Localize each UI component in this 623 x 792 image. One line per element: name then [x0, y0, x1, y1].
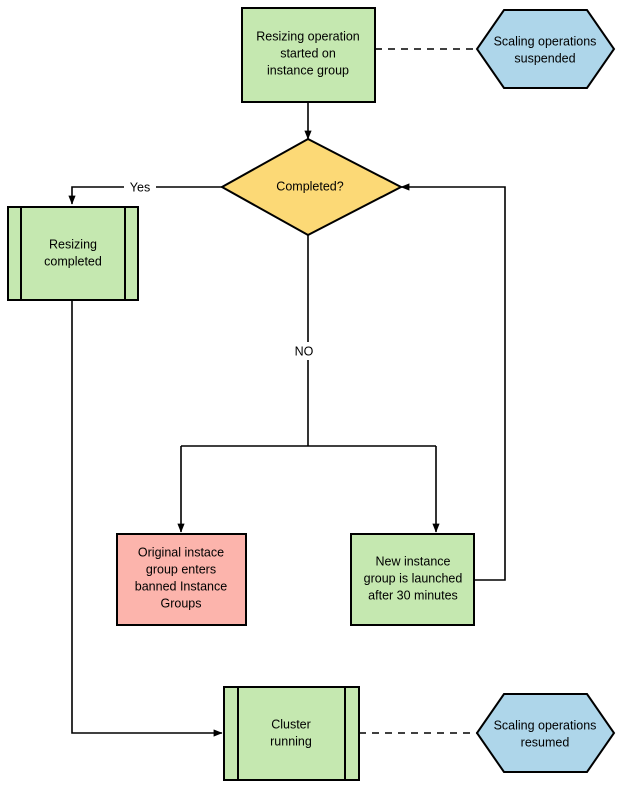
edge-decision-yes — [68, 186, 222, 205]
edge-label-yes-text: Yes — [130, 180, 150, 194]
original-banned-box[interactable] — [116, 533, 247, 626]
cluster-running-box[interactable] — [223, 686, 360, 781]
original-banned-line-2: group enters — [146, 562, 216, 576]
scaling-resumed-hexagon[interactable] — [475, 693, 616, 773]
edge-new-group-loop-to-decision — [400, 183, 506, 581]
resizing-completed-box[interactable] — [7, 206, 139, 301]
resizing-started-line-1: Resizing operation — [256, 29, 360, 43]
node-completed-decision[interactable]: Completed? — [219, 137, 404, 237]
original-banned-line-4: Groups — [161, 596, 202, 610]
cluster-running-line-2: running — [270, 734, 312, 748]
edge-label-yes: Yes — [124, 178, 156, 196]
node-cluster-running[interactable]: Cluster running — [223, 686, 360, 781]
completed-decision-label: Completed? — [276, 179, 343, 193]
node-resizing-completed[interactable]: Resizing completed — [7, 206, 139, 301]
resizing-started-line-3: instance group — [267, 63, 349, 77]
cluster-running-line-1: Cluster — [271, 717, 311, 731]
original-banned-line-1: Original instace — [138, 545, 224, 559]
new-group-launched-line-1: New instance — [375, 554, 450, 568]
edge-resizing-completed-to-cluster — [71, 300, 223, 737]
scaling-suspended-hexagon[interactable] — [475, 9, 616, 89]
node-scaling-resumed[interactable]: Scaling operations resumed — [475, 693, 616, 773]
new-group-launched-line-2: group is launched — [364, 571, 463, 585]
original-banned-line-3: banned Instance — [135, 579, 227, 593]
resizing-completed-line-2: completed — [44, 254, 102, 268]
node-scaling-suspended[interactable]: Scaling operations suspended — [475, 9, 616, 89]
node-new-group-launched[interactable]: New instance group is launched after 30 … — [350, 533, 475, 626]
edge-label-no-text: NO — [295, 344, 314, 358]
new-group-launched-line-3: after 30 minutes — [368, 588, 458, 602]
edge-label-no: NO — [288, 342, 316, 360]
new-group-launched-box[interactable] — [350, 533, 475, 626]
node-resizing-started[interactable]: Resizing operation started on instance g… — [241, 7, 376, 103]
resizing-started-box[interactable] — [241, 7, 376, 103]
scaling-suspended-line-1: Scaling operations — [494, 34, 597, 48]
scaling-suspended-line-2: suspended — [514, 51, 575, 65]
scaling-resumed-line-1: Scaling operations — [494, 718, 597, 732]
resizing-started-line-2: started on — [280, 46, 336, 60]
completed-decision-diamond[interactable] — [219, 137, 404, 237]
resizing-completed-line-1: Resizing — [49, 237, 97, 251]
scaling-resumed-line-2: resumed — [521, 735, 570, 749]
node-original-banned[interactable]: Original instace group enters banned Ins… — [116, 533, 247, 626]
